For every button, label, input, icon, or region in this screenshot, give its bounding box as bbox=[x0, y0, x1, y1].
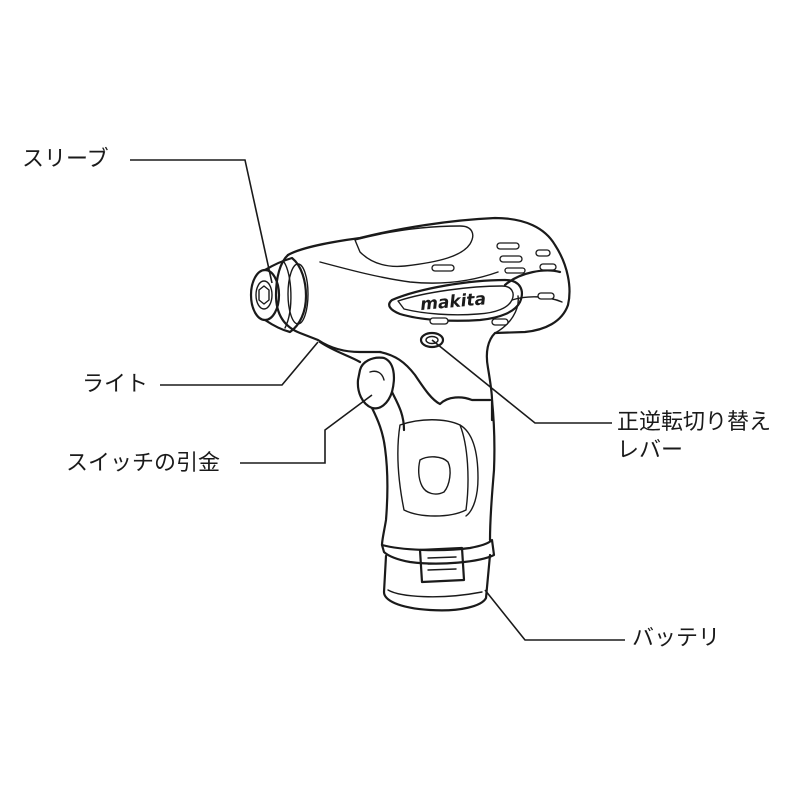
handle-grip-panel bbox=[397, 419, 469, 517]
housing-lower-front bbox=[274, 253, 382, 354]
impact-driver-body: makita bbox=[249, 216, 571, 612]
label-reverse-lever-line2: レバー bbox=[617, 438, 684, 463]
vent-slot bbox=[504, 267, 526, 274]
handle-grip-contour bbox=[417, 456, 451, 495]
battery-latch-rib bbox=[427, 562, 457, 565]
vent-slot bbox=[431, 264, 455, 272]
label-trigger: スイッチの引金 bbox=[66, 451, 221, 476]
reverse-lever-inner bbox=[425, 335, 439, 345]
leader-line-reverse-lever bbox=[431, 339, 612, 424]
housing-top-ridge bbox=[354, 225, 474, 268]
vent-slot bbox=[535, 249, 551, 257]
battery-latch-ribs bbox=[427, 556, 457, 571]
label-reverse-lever-line1: 正逆転切り替え bbox=[617, 410, 772, 435]
leader-line-sleeve bbox=[130, 159, 273, 284]
reverse-lever-outer bbox=[419, 331, 445, 349]
battery-latch-rib bbox=[427, 556, 457, 559]
sleeve-body bbox=[263, 256, 308, 334]
trigger-highlight bbox=[369, 370, 385, 381]
sleeve-ring bbox=[287, 263, 309, 325]
handle-grip-rib bbox=[459, 424, 479, 517]
vent-slot bbox=[496, 242, 520, 250]
battery-pack bbox=[380, 538, 496, 612]
sleeve-grip-1 bbox=[283, 261, 292, 329]
chuck-hex-socket bbox=[258, 285, 270, 305]
battery-body bbox=[382, 553, 492, 612]
reverse-switch-lever bbox=[419, 331, 445, 349]
leader-line-trigger bbox=[240, 394, 373, 464]
leader-line-battery bbox=[484, 589, 625, 641]
vent-slots bbox=[429, 242, 557, 326]
leader-lines bbox=[130, 159, 625, 641]
handle-outline bbox=[370, 350, 496, 547]
trigger-outline bbox=[356, 356, 395, 410]
grip-front-outline bbox=[318, 340, 406, 432]
battery-bottom-edge bbox=[387, 589, 483, 598]
label-battery: バッテリ bbox=[632, 626, 721, 651]
vent-slot bbox=[539, 263, 557, 271]
battery-latch-frame bbox=[418, 546, 466, 584]
trigger bbox=[356, 356, 395, 410]
sleeve bbox=[249, 256, 309, 334]
housing-rear-curve bbox=[494, 295, 519, 334]
housing-mid-line bbox=[319, 261, 499, 284]
battery-latch-rib bbox=[427, 568, 457, 571]
leader-line-light bbox=[160, 341, 319, 386]
housing-rear-swoosh bbox=[503, 269, 562, 287]
logo-panel bbox=[388, 278, 523, 322]
vent-slot bbox=[499, 255, 523, 263]
vent-slot bbox=[537, 292, 555, 300]
chuck-inner-ring bbox=[255, 280, 273, 310]
battery-collar bbox=[380, 538, 496, 565]
label-sleeve: スリーブ bbox=[22, 147, 109, 172]
chuck-front-ring bbox=[249, 268, 281, 322]
vent-slot bbox=[491, 318, 509, 326]
label-light: ライト bbox=[82, 372, 149, 397]
vent-slot bbox=[429, 317, 449, 325]
